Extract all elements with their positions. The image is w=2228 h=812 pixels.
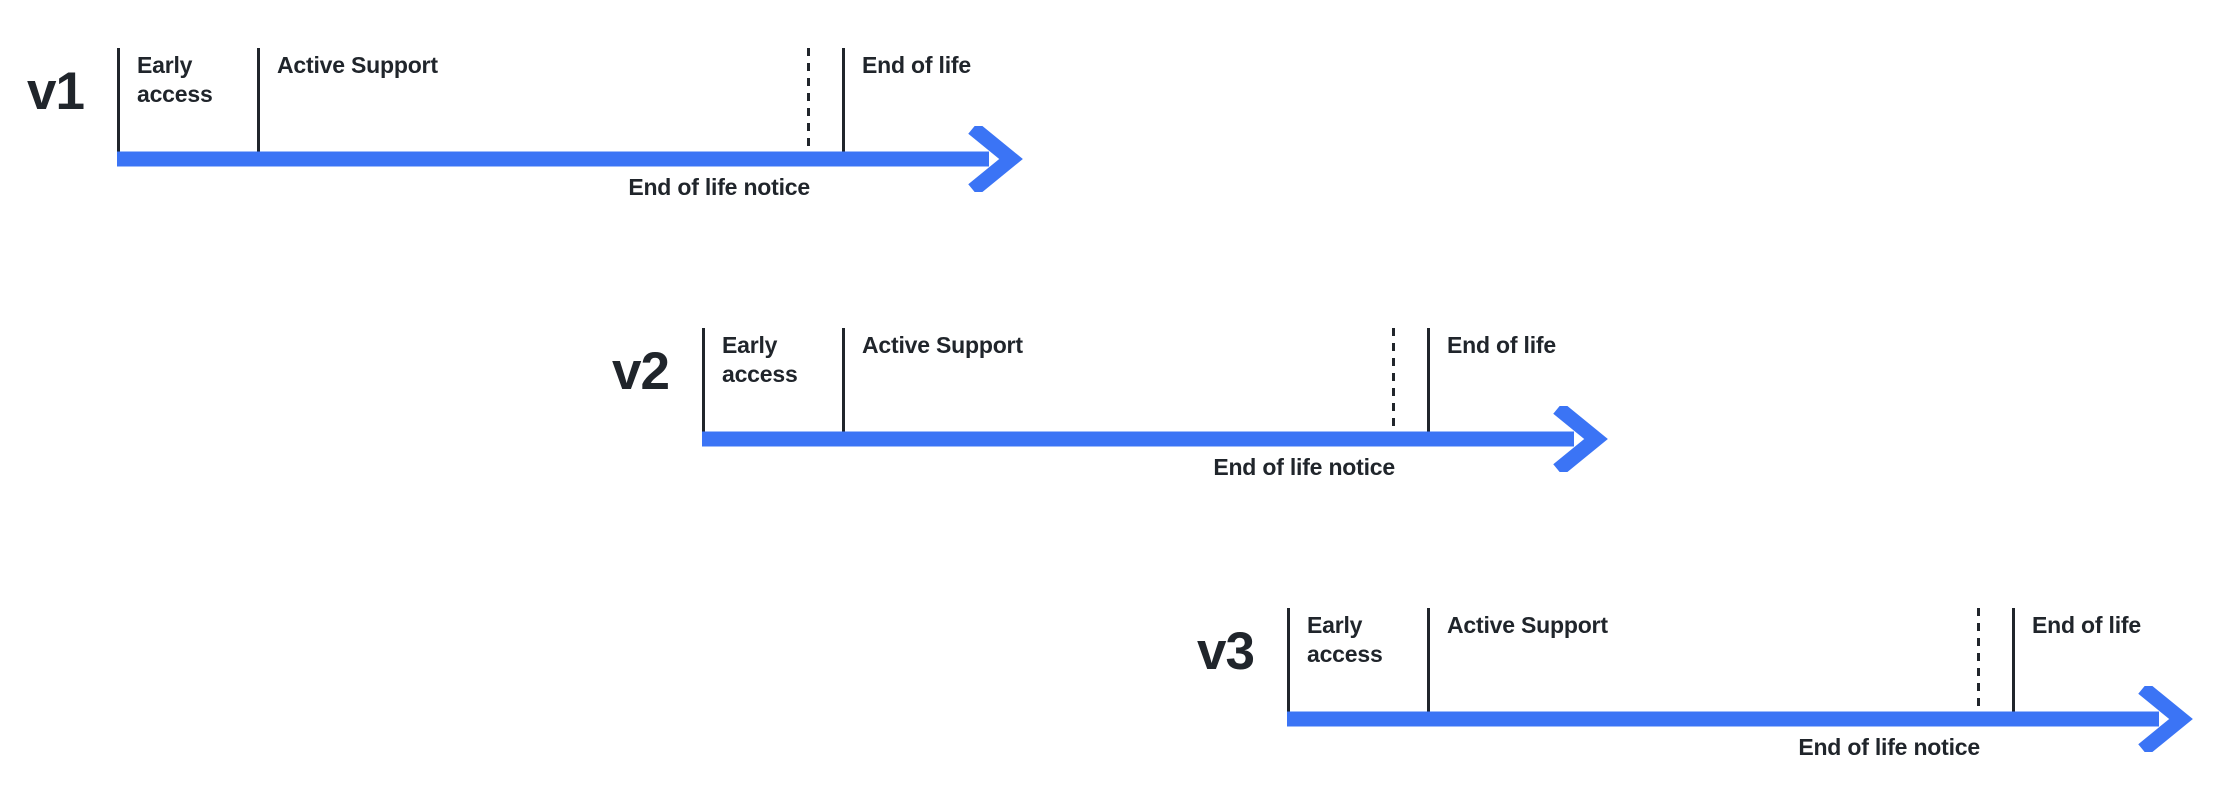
end-of-life-label: End of life <box>862 52 971 78</box>
end-of-life-notice-label: End of life notice <box>1798 734 1980 760</box>
active-support-label: Active Support <box>277 52 438 78</box>
early-access-start-tick <box>702 328 705 432</box>
early-access-label: Early access <box>137 52 213 107</box>
end-of-life-tick <box>842 48 845 152</box>
active-support-label: Active Support <box>1447 612 1608 638</box>
timeline-v3: v3 Early access Active Support End of li… <box>1182 608 2228 773</box>
timeline-arrow <box>1287 686 2193 752</box>
arrow-head-icon <box>968 126 1023 192</box>
version-label: v1 <box>27 62 85 121</box>
end-of-life-notice-divider <box>1977 608 1980 710</box>
version-label: v3 <box>1197 622 1255 681</box>
active-support-start-tick <box>257 48 260 152</box>
active-support-start-tick <box>842 328 845 432</box>
end-of-life-label: End of life <box>1447 332 1556 358</box>
end-of-life-notice-label: End of life notice <box>1213 454 1395 480</box>
timeline-v1: v1 Early access Active Support End of li… <box>12 48 1132 213</box>
end-of-life-notice-divider <box>807 48 810 150</box>
end-of-life-tick <box>1427 328 1430 432</box>
early-access-start-tick <box>117 48 120 152</box>
early-access-label: Early access <box>1307 612 1383 667</box>
early-access-label: Early access <box>722 332 798 387</box>
arrow-head-icon <box>2138 686 2193 752</box>
active-support-start-tick <box>1427 608 1430 712</box>
end-of-life-notice-label: End of life notice <box>628 174 810 200</box>
timeline-arrow <box>117 126 1023 192</box>
end-of-life-notice-divider <box>1392 328 1395 430</box>
end-of-life-tick <box>2012 608 2015 712</box>
active-support-label: Active Support <box>862 332 1023 358</box>
timeline-arrow <box>702 406 1608 472</box>
end-of-life-label: End of life <box>2032 612 2141 638</box>
arrow-head-icon <box>1553 406 1608 472</box>
timeline-v2: v2 Early access Active Support End of li… <box>597 328 1717 493</box>
early-access-start-tick <box>1287 608 1290 712</box>
version-label: v2 <box>612 342 670 401</box>
